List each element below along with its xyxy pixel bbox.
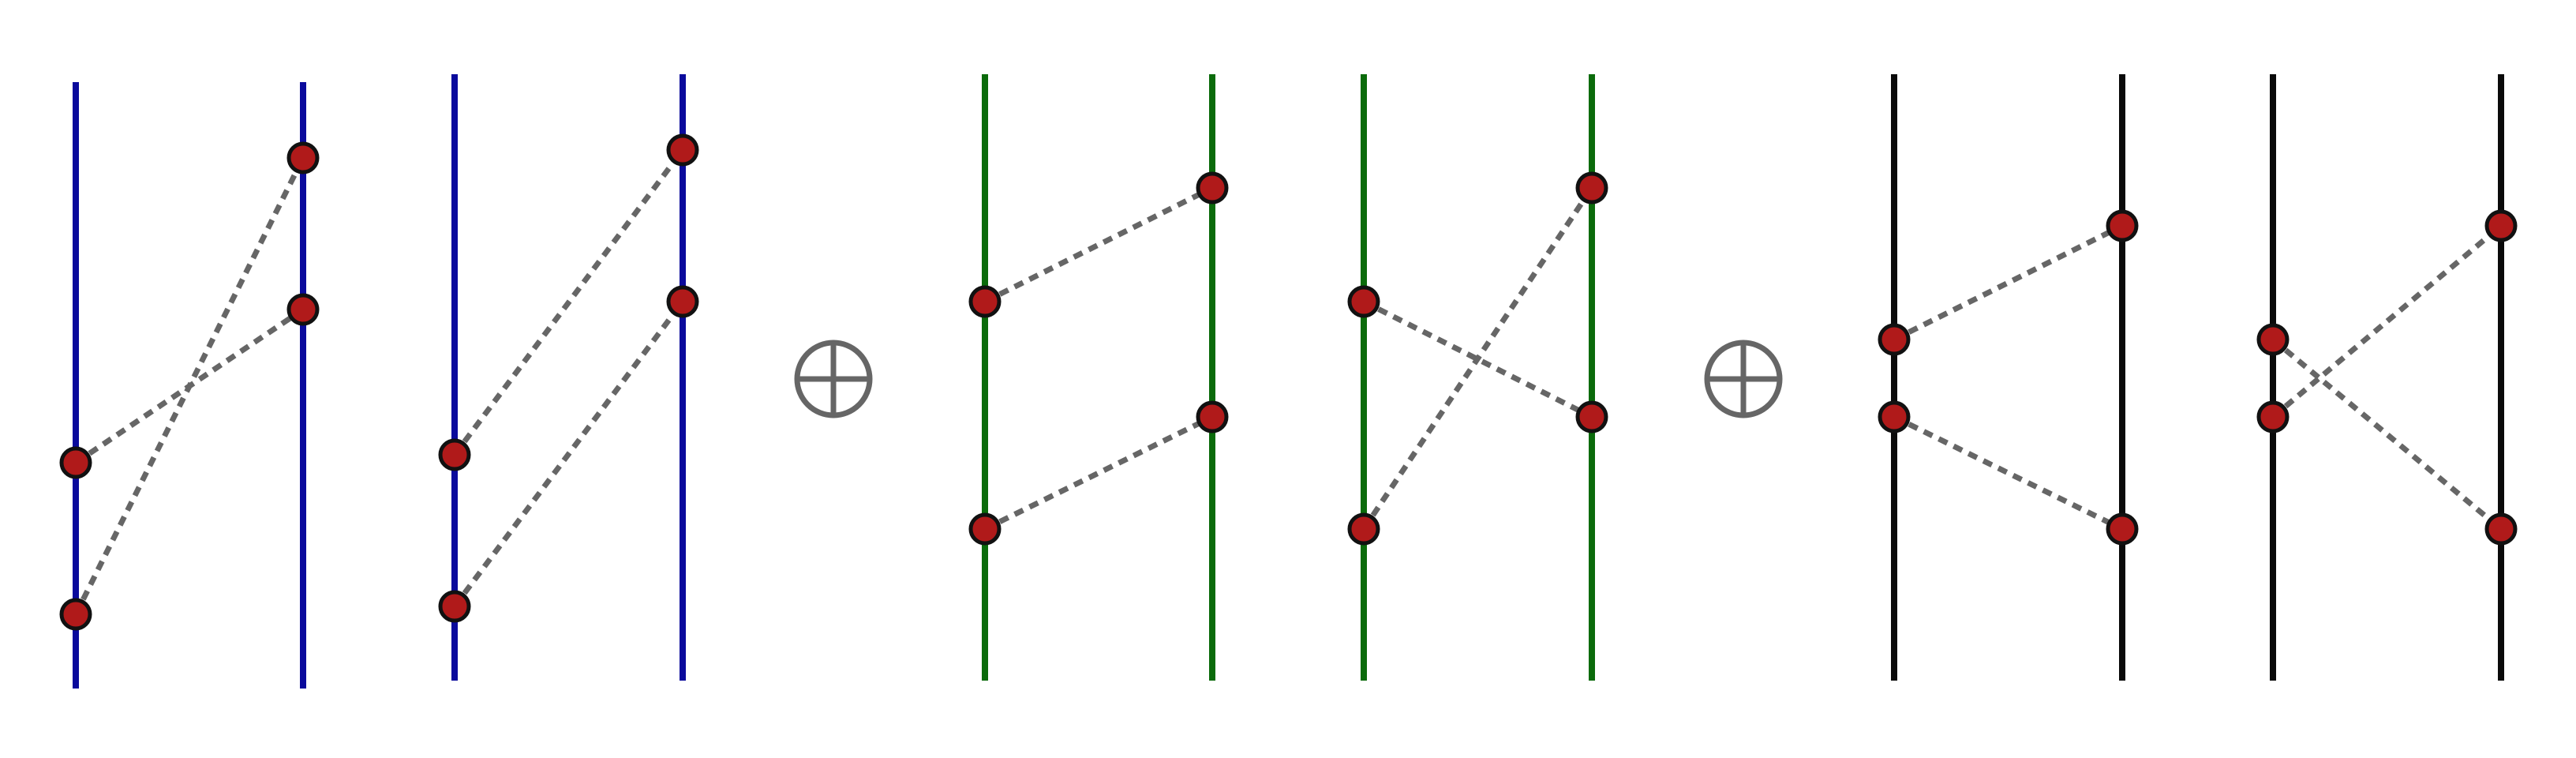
oplus-icon bbox=[1704, 340, 1783, 418]
right-node bbox=[1575, 400, 1608, 433]
group-blue-parallel-diagram bbox=[59, 82, 320, 689]
left-node bbox=[59, 598, 92, 631]
group-black-crossed-diagram bbox=[2256, 74, 2518, 681]
left-node bbox=[968, 285, 1002, 318]
left-node bbox=[2256, 400, 2290, 433]
right-node bbox=[666, 285, 699, 318]
right-node bbox=[286, 141, 320, 174]
left-node bbox=[1878, 400, 1911, 433]
dashed-edge bbox=[452, 299, 685, 609]
right-node bbox=[2106, 209, 2139, 242]
dashed-edge bbox=[2271, 223, 2503, 419]
dashed-edge bbox=[983, 185, 1214, 305]
group-black-diverging-diagram bbox=[1878, 74, 2139, 681]
dashed-edge bbox=[2271, 337, 2503, 531]
group-green-parallel-diagram bbox=[968, 74, 1229, 681]
group-blue-crossed-diagram bbox=[438, 74, 699, 681]
dashed-edge bbox=[1893, 414, 2124, 532]
right-node bbox=[2484, 512, 2518, 546]
left-node bbox=[1347, 285, 1380, 318]
group-green bbox=[968, 74, 1608, 681]
dashed-edge bbox=[1361, 186, 1594, 531]
group-blue bbox=[59, 74, 699, 689]
right-node bbox=[1196, 171, 1229, 205]
left-node bbox=[59, 446, 92, 479]
dashed-edge bbox=[1893, 223, 2124, 343]
right-node bbox=[286, 293, 320, 326]
right-node bbox=[2484, 209, 2518, 242]
dashed-edge bbox=[1362, 298, 1593, 420]
left-node bbox=[1347, 512, 1380, 546]
left-node bbox=[2256, 323, 2290, 356]
left-node bbox=[438, 590, 471, 623]
right-node bbox=[1196, 400, 1229, 433]
group-black bbox=[1878, 74, 2518, 681]
dashed-edge bbox=[452, 148, 685, 457]
right-node bbox=[2106, 512, 2139, 546]
dashed-edge bbox=[73, 156, 306, 616]
left-node bbox=[968, 512, 1002, 546]
right-node bbox=[1575, 171, 1608, 205]
left-node bbox=[438, 438, 471, 471]
group-green-crossed-diagram bbox=[1347, 74, 1608, 681]
left-node bbox=[1878, 323, 1911, 356]
right-node bbox=[666, 133, 699, 167]
oplus-icon bbox=[794, 340, 873, 418]
dashed-edge bbox=[983, 414, 1214, 532]
